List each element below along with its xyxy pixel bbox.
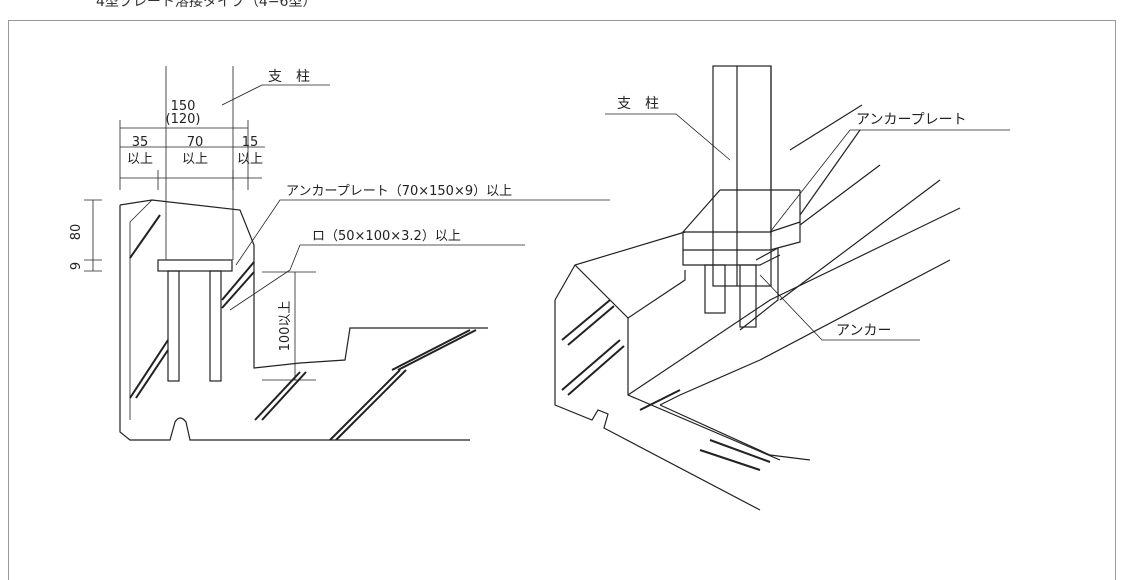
right-post-label: 支 柱 bbox=[617, 96, 659, 112]
leader-anchor-plate-right bbox=[769, 129, 1010, 233]
hatch bbox=[221, 271, 255, 309]
curb-top-line bbox=[779, 179, 941, 301]
curb-back-edge bbox=[659, 259, 951, 406]
anchor-body bbox=[739, 246, 779, 331]
leader-post-right bbox=[605, 113, 731, 161]
hatch bbox=[561, 339, 621, 391]
curb-inner-edge bbox=[574, 264, 781, 461]
anchor-leg-b bbox=[739, 264, 757, 328]
drawing-canvas: 支 柱 150 (120) 35 以上 70 以上 15 以上 アンカープレート… bbox=[69, 65, 1010, 511]
leader-tube-label bbox=[289, 244, 525, 271]
hatch bbox=[129, 214, 161, 259]
dim-15-note: 以上 bbox=[237, 152, 263, 167]
curb-left-bottom-outline bbox=[119, 205, 470, 441]
hatch bbox=[329, 369, 401, 441]
hatch bbox=[639, 389, 681, 411]
curb-bottom-edge bbox=[659, 404, 811, 461]
curb-groove-edge bbox=[627, 207, 961, 396]
right-isometric-view: 支 柱 アンカープレート アンカー bbox=[554, 65, 1010, 511]
anchor-leg-a bbox=[704, 264, 726, 314]
anchor-leg-left bbox=[167, 270, 180, 382]
hatch bbox=[261, 371, 307, 421]
anchor-plate-3d bbox=[682, 221, 801, 251]
dim-9: 9 bbox=[69, 262, 84, 270]
dim-100: 100以上 bbox=[278, 301, 293, 352]
post-shadow-line bbox=[799, 129, 861, 216]
right-anchor-plate-label: アンカープレート bbox=[856, 112, 967, 128]
leader-anchor-plate bbox=[235, 199, 610, 266]
hatch bbox=[135, 349, 169, 399]
drawing-frame bbox=[8, 20, 1116, 580]
hatch bbox=[221, 261, 255, 301]
dim-35-note: 以上 bbox=[127, 152, 153, 167]
hatch bbox=[567, 345, 625, 396]
dim-70: 70 bbox=[187, 135, 204, 150]
hatch bbox=[391, 329, 471, 371]
dim-120: (120) bbox=[166, 112, 201, 127]
hatch bbox=[709, 439, 771, 463]
leader-square-tube bbox=[229, 269, 291, 311]
dim-35: 35 bbox=[132, 135, 149, 150]
right-anchor-label: アンカー bbox=[836, 323, 891, 339]
dim-15: 15 bbox=[242, 135, 259, 150]
hatch bbox=[561, 299, 611, 341]
hatch bbox=[699, 449, 761, 471]
plate-thickness bbox=[682, 250, 781, 266]
leader-anchor bbox=[759, 274, 920, 341]
curb-top-outline bbox=[119, 199, 488, 369]
hatch bbox=[129, 339, 169, 399]
anchor-plate-section bbox=[157, 259, 233, 272]
curb-top-left bbox=[554, 231, 686, 301]
square-tube-spec-label: ロ（50×100×3.2）以上 bbox=[312, 229, 461, 244]
drawing-title: 4型プレート溶接タイプ（4−6型） bbox=[96, 0, 317, 10]
plate-back-edge bbox=[682, 189, 721, 233]
hatch bbox=[254, 371, 301, 421]
left-post-label: 支 柱 bbox=[268, 69, 310, 85]
leader-post bbox=[221, 84, 330, 106]
hatch bbox=[335, 369, 407, 441]
curb-top-right bbox=[799, 164, 881, 226]
anchor-plate-spec-label: アンカープレート（70×150×9）以上 bbox=[286, 184, 512, 199]
dim-80: 80 bbox=[69, 224, 84, 241]
hatch bbox=[567, 305, 615, 346]
post-front-face bbox=[712, 65, 772, 287]
left-section-view: 支 柱 150 (120) 35 以上 70 以上 15 以上 アンカープレート… bbox=[69, 66, 610, 441]
curb-inner-chamfer bbox=[129, 199, 153, 420]
dim-70-note: 以上 bbox=[182, 152, 208, 167]
curb-front-face bbox=[554, 300, 761, 511]
anchor-leg-right bbox=[209, 270, 222, 382]
dim-150: 150 bbox=[171, 99, 196, 114]
curb-rear-line bbox=[789, 104, 863, 151]
curb-top-front bbox=[627, 270, 686, 319]
hatch bbox=[397, 329, 477, 371]
